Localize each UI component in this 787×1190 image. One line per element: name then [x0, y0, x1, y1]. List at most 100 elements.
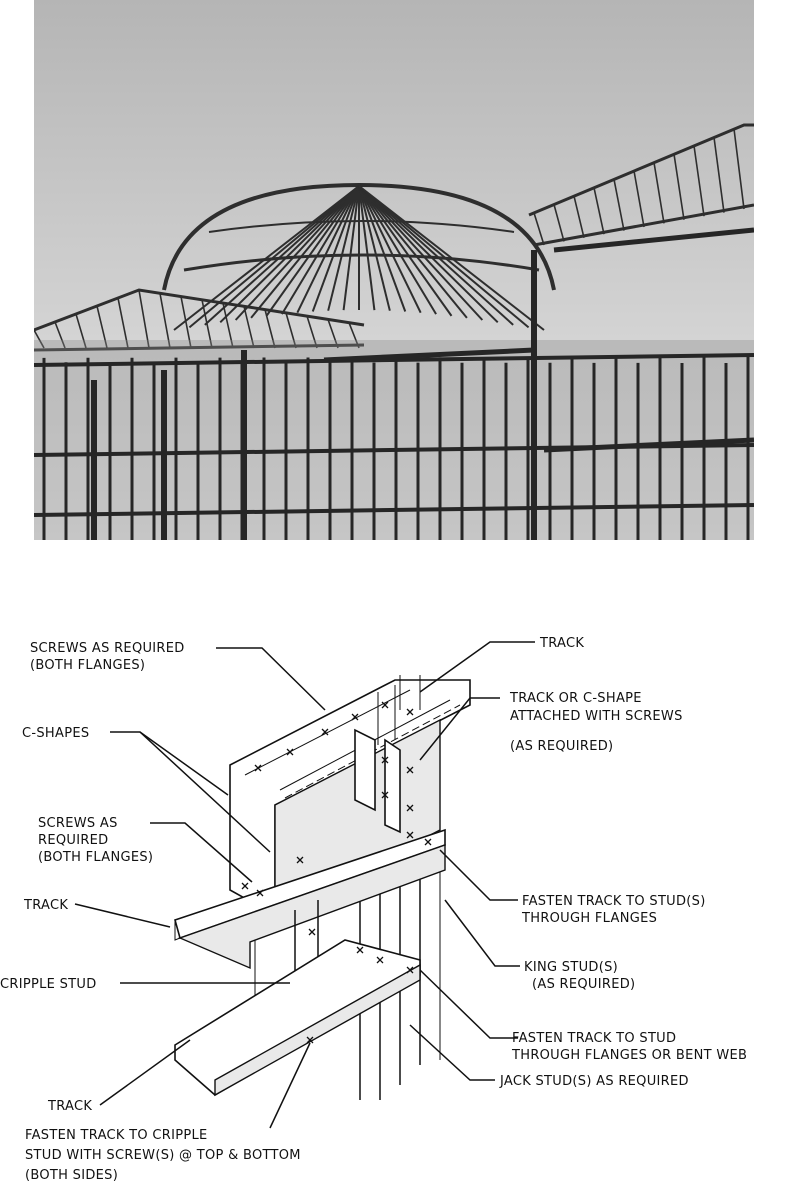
label-screws-mid-1: SCREWS AS [38, 816, 118, 831]
frame-member [358, 185, 391, 311]
screw-mark [381, 756, 389, 764]
label-track-or-c-3: (AS REQUIRED) [510, 739, 613, 754]
label-track-or-c-1: TRACK OR C-SHAPE [509, 691, 642, 706]
frame-member [327, 319, 339, 349]
screw-mark [406, 766, 414, 774]
frame-member [96, 305, 108, 349]
labels-right: TRACK TRACK OR C-SHAPE ATTACHED WITH SCR… [499, 636, 747, 1089]
label-fasten-flanges-1: FASTEN TRACK TO STUD(S) [522, 894, 706, 909]
bottom-track [174, 939, 421, 1097]
frame-member [204, 185, 360, 326]
screw-mark [381, 791, 389, 799]
left-roof-truss [34, 288, 365, 352]
frame-member [358, 185, 468, 319]
label-jack-stud: JACK STUD(S) AS REQUIRED [499, 1074, 689, 1089]
label-king-stud-2: (AS REQUIRED) [532, 977, 635, 992]
frame-member [358, 185, 422, 314]
frame-member [348, 322, 360, 349]
frame-member [243, 306, 255, 349]
frame-member [358, 185, 545, 331]
frame-member [553, 204, 565, 242]
frame-member [117, 297, 129, 349]
labels-left: SCREWS AS REQUIRED (BOTH FLANGES) C-SHAP… [0, 641, 301, 1183]
screw-mark [424, 838, 432, 846]
frame-member [713, 137, 725, 213]
frame-member [327, 185, 360, 311]
frame-member [673, 153, 685, 220]
frame-member [358, 185, 453, 317]
frame-member [358, 185, 407, 312]
leader-lines [74, 641, 535, 1129]
frame-member [593, 187, 605, 235]
header-c-shapes [229, 675, 471, 917]
label-fasten-cripple-1: FASTEN TRACK TO CRIPPLE [25, 1128, 208, 1143]
screw-marks [241, 701, 432, 1044]
label-track-bottom: TRACK [47, 1099, 92, 1114]
frame-member [264, 309, 276, 349]
screw-mark [356, 946, 364, 954]
frame-member [733, 128, 745, 210]
screw-mark [308, 928, 316, 936]
screw-mark [376, 956, 384, 964]
frame-member [358, 185, 484, 321]
label-cripple-stud: CRIPPLE STUD [0, 977, 97, 992]
label-c-shapes: C-SHAPES [22, 726, 89, 741]
frame-member [250, 185, 360, 319]
wall-frames [34, 227, 754, 540]
dome-frame [162, 182, 556, 331]
frame-member [234, 185, 360, 321]
frame-member [358, 185, 514, 326]
frame-member [358, 185, 437, 315]
header-detail-diagram: SCREWS AS REQUIRED (BOTH FLANGES) C-SHAP… [0, 636, 747, 1183]
screw-mark [241, 882, 249, 890]
frame-member [281, 185, 360, 315]
upper-track [174, 828, 446, 970]
frame-member [173, 185, 360, 331]
frame-member [613, 179, 625, 231]
frame-member [358, 185, 530, 329]
screw-mark [286, 748, 294, 756]
label-screws-top-2: (BOTH FLANGES) [30, 658, 145, 673]
label-track-or-c-2: ATTACHED WITH SCREWS [510, 709, 683, 724]
label-fasten-web-2: THROUGH FLANGES OR BENT WEB [511, 1048, 747, 1063]
frame-member [573, 195, 585, 238]
frame-member [265, 185, 360, 317]
label-screws-mid-3: (BOTH FLANGES) [38, 850, 153, 865]
label-fasten-cripple-3: (BOTH SIDES) [25, 1168, 118, 1183]
steel-frame-photo [34, 0, 754, 540]
frame-member [34, 329, 45, 349]
frame-member [138, 289, 150, 349]
frame-member [653, 162, 665, 224]
label-fasten-flanges-2: THROUGH FLANGES [521, 911, 657, 926]
frame-member [533, 212, 545, 246]
frame-member [75, 313, 87, 349]
frame-member [219, 185, 360, 324]
label-king-stud-1: KING STUD(S) [524, 960, 618, 975]
label-track-top: TRACK [539, 636, 584, 651]
screw-mark [406, 804, 414, 812]
frame-member [342, 185, 360, 311]
screw-mark [381, 701, 389, 709]
label-screws-top-1: SCREWS AS REQUIRED [30, 641, 185, 656]
frame-member [180, 296, 192, 349]
label-fasten-cripple-2: STUD WITH SCREW(S) @ TOP & BOTTOM [25, 1148, 301, 1163]
frame-member [358, 185, 499, 324]
frame-member [306, 315, 318, 349]
screw-mark [256, 889, 264, 897]
screw-mark [406, 708, 414, 716]
screw-mark [306, 1036, 314, 1044]
frame-member [201, 299, 213, 349]
frame-member [54, 321, 66, 349]
label-fasten-web-1: FASTEN TRACK TO STUD [512, 1031, 676, 1046]
screw-mark [406, 966, 414, 974]
frame-member [222, 302, 234, 349]
label-track-left: TRACK [23, 898, 68, 913]
frame-member [285, 312, 297, 349]
screw-mark [254, 764, 262, 772]
frame-member [311, 185, 360, 312]
screw-mark [296, 856, 304, 864]
frame-member [159, 293, 171, 349]
frame-member [188, 185, 360, 329]
frame-member [358, 185, 376, 311]
right-roof-truss [528, 123, 754, 247]
